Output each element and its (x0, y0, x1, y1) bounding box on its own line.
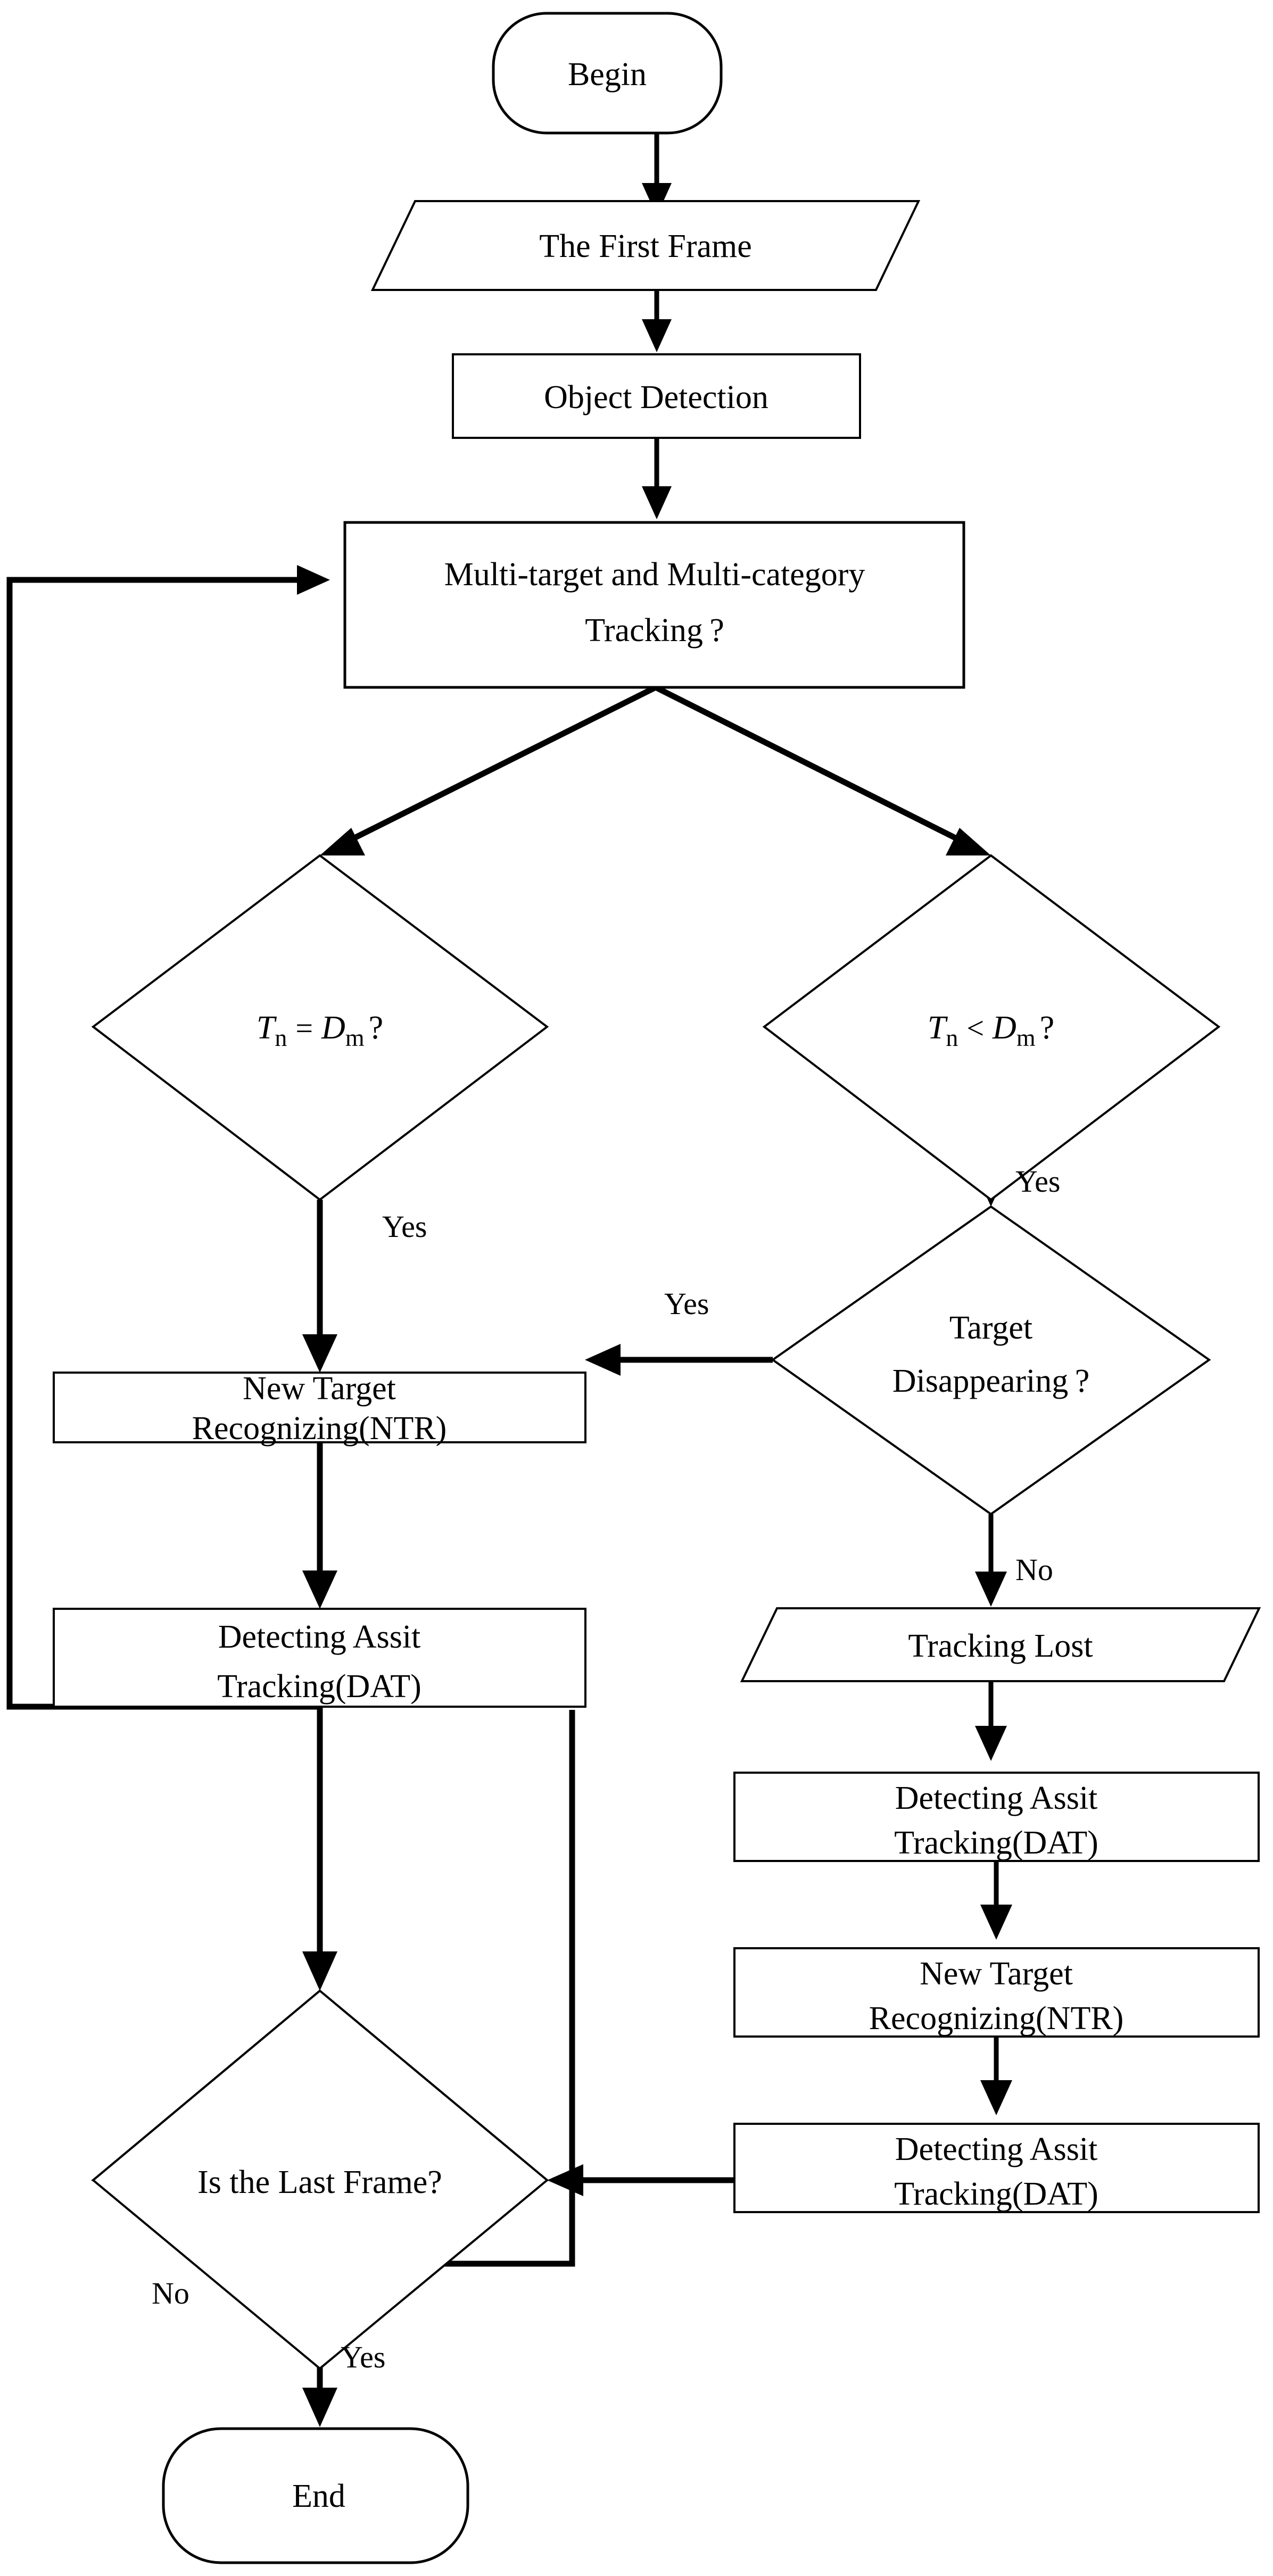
eq-var1: T (257, 1010, 277, 1046)
node-target-disappearing[interactable]: Target Disappearing ? (771, 1205, 1211, 1516)
node-object-detection[interactable]: Object Detection (452, 353, 861, 439)
node-first-frame[interactable]: The First Frame (370, 200, 921, 291)
node-object-detection-label: Object Detection (544, 379, 768, 416)
edge-dat-left-to-last-frame (302, 1707, 337, 1991)
lt-sub1: n (946, 1024, 958, 1051)
node-eq-decision[interactable]: Tn =Dm? (91, 854, 549, 1201)
node-dat-right-2-line1: Detecting Assit (895, 2131, 1098, 2167)
node-lt-decision[interactable]: Tn <Dm? (762, 854, 1221, 1201)
lt-var1: T (928, 1010, 948, 1046)
edge-dat-right-2-to-last-frame (547, 2164, 734, 2196)
node-begin-label: Begin (568, 56, 647, 93)
node-dat-left-line2: Tracking(DAT) (217, 1668, 421, 1705)
node-end-label: End (292, 2478, 345, 2514)
node-dat-left[interactable]: Detecting Assit Tracking(DAT) (53, 1608, 586, 1708)
node-dat-left-line1: Detecting Assit (218, 1619, 421, 1655)
node-end[interactable]: End (162, 2427, 469, 2564)
eq-question-mark: ? (369, 1010, 384, 1046)
edge-object-detection-to-tracking-question (642, 437, 672, 519)
node-last-frame-label: Is the Last Frame? (197, 2164, 442, 2200)
node-tracking-question-line2: Tracking ? (585, 612, 724, 649)
edge-target-disappearing-yes-to-ntr-left (585, 1344, 773, 1376)
node-ntr-left-line2: Recognizing(NTR) (192, 1410, 447, 1447)
lt-operator: < (966, 1011, 984, 1045)
node-lt-decision-expression: Tn <Dm? (928, 1010, 1054, 1051)
eq-sub1: n (275, 1024, 287, 1051)
node-dat-right-1-line2: Tracking(DAT) (894, 1825, 1098, 1861)
node-tracking-lost[interactable]: Tracking Lost (740, 1607, 1261, 1682)
node-ntr-right-line1: New Target (920, 1956, 1073, 1992)
edge-ntr-right-to-dat-right-2 (980, 2037, 1012, 2115)
node-last-frame[interactable]: Is the Last Frame? (91, 1989, 549, 2370)
node-ntr-left-line1: New Target (243, 1370, 396, 1407)
lt-var2: D (992, 1010, 1016, 1046)
node-ntr-right-line2: Recognizing(NTR) (869, 2000, 1124, 2037)
node-dat-right-2[interactable]: Detecting Assit Tracking(DAT) (733, 2123, 1260, 2213)
lt-question-mark: ? (1040, 1010, 1055, 1046)
eq-sub2: m (345, 1024, 365, 1051)
edge-label-disappear-no: No (1015, 1552, 1053, 1587)
eq-operator: = (295, 1011, 313, 1045)
node-dat-right-1[interactable]: Detecting Assit Tracking(DAT) (733, 1772, 1260, 1862)
node-tracking-question-line1: Multi-target and Multi-category (444, 556, 865, 593)
edge-begin-to-first-frame (642, 133, 672, 216)
node-tracking-question[interactable]: Multi-target and Multi-category Tracking… (343, 521, 965, 689)
node-first-frame-label: The First Frame (539, 228, 752, 264)
node-eq-decision-expression: Tn =Dm? (257, 1010, 383, 1051)
node-target-disappearing-line2: Disappearing ? (892, 1363, 1090, 1399)
node-ntr-left[interactable]: New Target Recognizing(NTR) (53, 1370, 586, 1447)
edge-label-eq-yes: Yes (382, 1209, 427, 1244)
edge-dat-right-1-to-ntr-right (980, 1861, 1012, 1940)
edge-tracking-lost-to-dat-right-1 (975, 1681, 1007, 1761)
edge-label-last-frame-no: No (152, 2276, 189, 2311)
edge-first-frame-to-object-detection (642, 290, 672, 352)
node-begin[interactable]: Begin (492, 12, 723, 135)
edge-label-disappear-yes: Yes (664, 1286, 709, 1321)
node-tracking-lost-label: Tracking Lost (908, 1628, 1093, 1664)
node-target-disappearing-line1: Target (949, 1310, 1032, 1346)
lt-sub2: m (1016, 1024, 1036, 1051)
edge-ntr-left-to-dat-left (302, 1442, 337, 1609)
edge-label-lt-yes: Yes (1015, 1164, 1060, 1199)
edge-target-disappearing-no-to-tracking-lost (975, 1514, 1007, 1607)
edge-tracking-question-to-lt-decision (654, 685, 991, 855)
node-ntr-right[interactable]: New Target Recognizing(NTR) (733, 1947, 1260, 2038)
node-dat-right-2-line2: Tracking(DAT) (894, 2176, 1098, 2212)
edge-label-last-frame-yes: Yes (341, 2340, 385, 2374)
node-dat-right-1-line1: Detecting Assit (895, 1780, 1098, 1816)
edge-eq-decision-to-ntr-left (302, 1200, 337, 1373)
edge-tracking-question-to-eq-decision (320, 685, 657, 855)
eq-var2: D (321, 1010, 345, 1046)
